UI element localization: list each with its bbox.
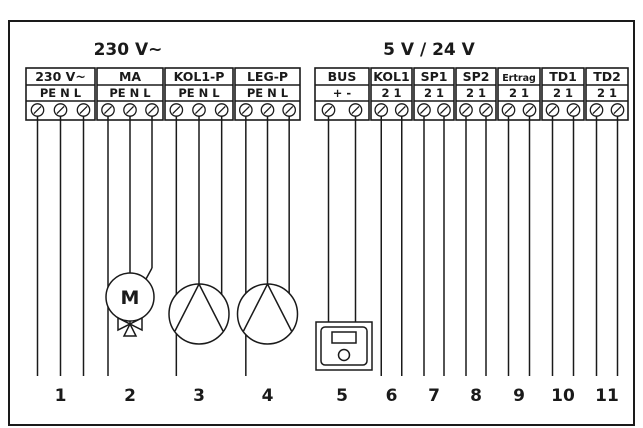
- block-title: KOL1-P: [174, 69, 225, 84]
- screw-slot: [397, 105, 406, 115]
- screw-slot: [351, 105, 360, 115]
- screw-slot: [439, 105, 449, 115]
- screw-slot: [613, 105, 622, 115]
- screw-slot: [592, 105, 601, 115]
- pin-labels: PE N L: [109, 86, 151, 100]
- block-title: MA: [119, 69, 141, 84]
- wire: [145, 267, 153, 280]
- screw-slot: [481, 105, 491, 115]
- block-title: 230 V~: [35, 69, 86, 84]
- screw-slot: [461, 105, 471, 115]
- connection-number: 10: [551, 386, 575, 406]
- screw-slot: [241, 105, 250, 115]
- block-title: TD2: [593, 69, 621, 84]
- screw-slot: [125, 105, 135, 115]
- pin-labels: PE N L: [178, 86, 220, 100]
- group-title-230v: 230 V~: [94, 40, 163, 60]
- terminal-block: MA PE N L M 2: [96, 67, 164, 406]
- terminal-block: KOL1-P PE N L 3: [164, 67, 234, 406]
- screw-slot: [569, 105, 578, 115]
- connection-number: 6: [386, 386, 398, 406]
- pump-icon: [236, 283, 299, 345]
- block-title: BUS: [328, 69, 357, 84]
- connection-number: 7: [428, 386, 440, 406]
- screw-slot: [285, 105, 294, 115]
- pin-labels: 2 1: [381, 86, 401, 100]
- connection-number: 8: [470, 386, 482, 406]
- pin-labels: 2 1: [424, 86, 444, 100]
- valve-icon: [122, 322, 138, 337]
- controller-knob: [337, 348, 351, 362]
- screw-slot: [103, 105, 113, 115]
- valve-icon: [117, 316, 132, 332]
- connection-number: 9: [513, 386, 525, 406]
- connection-number: 5: [336, 386, 348, 406]
- screw-slot: [525, 105, 534, 115]
- screw-slot: [419, 105, 429, 115]
- screw-slot: [79, 105, 88, 115]
- terminal-block: TD2 2 1 11: [585, 67, 629, 406]
- pin-labels: 2 1: [466, 86, 486, 100]
- block-title: LEG-P: [247, 69, 288, 84]
- connection-number: 3: [193, 386, 205, 406]
- block-title: SP2: [463, 69, 490, 84]
- pump-impeller-mark: [242, 282, 293, 332]
- pin-labels: PE N L: [40, 86, 82, 100]
- connection-number: 1: [55, 386, 67, 406]
- block-title: TD1: [549, 69, 577, 84]
- pin-labels: 2 1: [553, 86, 573, 100]
- connection-number: 11: [595, 386, 619, 406]
- block-title: Ertrag: [502, 73, 536, 84]
- pump-icon: [168, 283, 230, 345]
- terminal-block: SP1 2 1 7: [413, 67, 455, 406]
- terminal-blocks: 230 V~ PE N L 1 MA PE N L M 2 KOL1-P PE N L 3 LEG-…: [25, 67, 629, 406]
- terminal-block: KOL1 2 1 6: [370, 67, 413, 406]
- terminal-block: BUS + - 5: [314, 67, 373, 406]
- terminal-block: 230 V~ PE N L 1: [25, 67, 96, 406]
- connection-number: 2: [124, 386, 136, 406]
- block-title: SP1: [421, 69, 448, 84]
- screw-slot: [324, 105, 333, 115]
- group-title-5v-24v: 5 V / 24 V: [383, 40, 476, 60]
- screw-slot: [548, 105, 557, 115]
- block-title: KOL1: [373, 69, 409, 84]
- screw-slot: [377, 105, 386, 115]
- screw-slot: [263, 105, 272, 115]
- screw-slot: [194, 105, 204, 115]
- pin-labels: 2 1: [597, 86, 617, 100]
- pin-labels: 2 1: [509, 86, 529, 100]
- screw-slot: [172, 105, 181, 115]
- pump-impeller-mark: [174, 282, 224, 332]
- terminal-block: Ertrag 2 1 9: [497, 67, 541, 406]
- screw-slot: [504, 105, 513, 115]
- valve-icon: [128, 316, 143, 332]
- screw-slot: [217, 105, 226, 115]
- screw-slot: [33, 105, 42, 115]
- connection-number: 4: [262, 386, 274, 406]
- screw-slot: [147, 105, 157, 115]
- pin-labels: + -: [333, 86, 352, 100]
- pin-labels: PE N L: [247, 86, 289, 100]
- controller-display: [331, 331, 357, 344]
- terminal-block: SP2 2 1 8: [455, 67, 497, 406]
- motor-label: M: [121, 287, 140, 309]
- terminal-block: LEG-P PE N L 4: [234, 67, 301, 406]
- screw-slot: [56, 105, 65, 115]
- terminal-block: TD1 2 1 10: [541, 67, 585, 406]
